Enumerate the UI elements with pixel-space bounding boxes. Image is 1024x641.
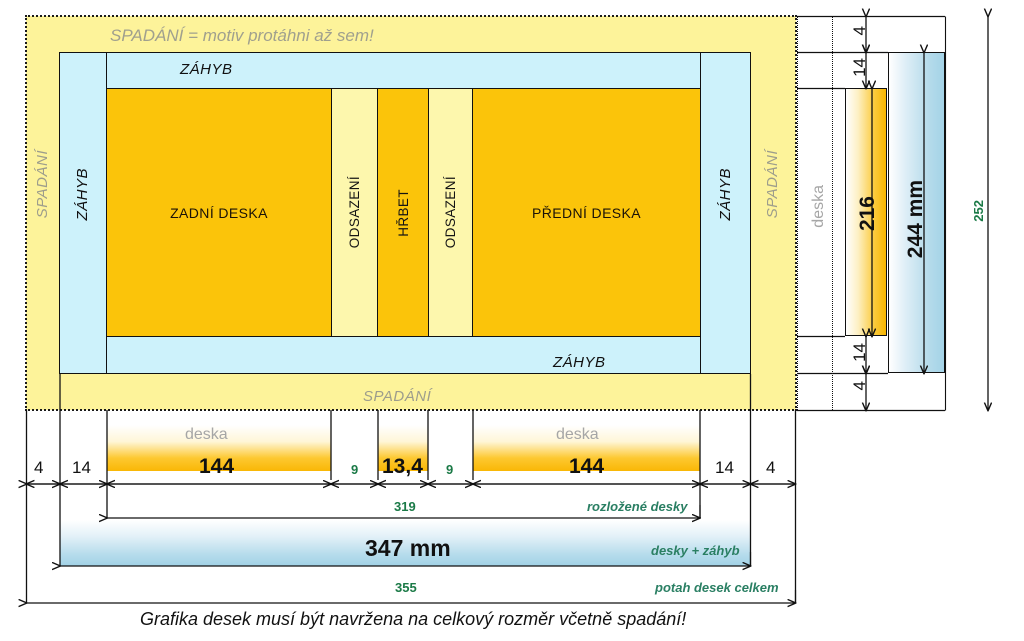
horizontal-dim-inset-left: 9 — [351, 462, 359, 477]
vertical-dim-252: 252 — [971, 200, 986, 222]
horizontal-bar-board-left — [107, 425, 331, 471]
fold-strip-left — [59, 52, 107, 374]
fold-strip-bottom — [59, 336, 751, 374]
fold-strip-top — [59, 52, 751, 89]
horizontal-note-319: rozložené desky — [587, 499, 688, 514]
panel-back-board: ZADNÍ DESKA — [106, 88, 332, 337]
bleed-label-bottom: SPADÁNÍ — [363, 388, 432, 405]
panel-inset-left-label: ODSAZENÍ — [347, 176, 362, 249]
panel-front-board: PŘEDNÍ DESKA — [472, 88, 701, 337]
panel-back-board-label: ZADNÍ DESKA — [170, 204, 268, 221]
horizontal-note-347: desky + záhyb — [651, 543, 740, 558]
horizontal-dim-fold-left: 14 — [72, 458, 91, 477]
fold-label-top: ZÁHYB — [180, 61, 233, 78]
horizontal-bar-spine — [378, 425, 428, 471]
bleed-note: SPADÁNÍ = motiv protáhni až sem! — [110, 26, 374, 45]
right-guide-dotted-inner — [832, 16, 833, 410]
horizontal-board-left-caption: deska — [185, 426, 228, 443]
horizontal-dim-inset-right: 9 — [446, 462, 454, 477]
vertical-dim-bleed-top: 4 — [850, 26, 869, 36]
vertical-dim-fold-bottom: 14 — [850, 343, 869, 362]
horizontal-bar-board-right — [473, 425, 700, 471]
footer-caption: Grafika desek musí být navržena na celko… — [140, 609, 687, 629]
panel-spine: HŘBET — [377, 88, 429, 337]
horizontal-dim-347: 347 mm — [365, 535, 451, 561]
vertical-dim-fold-top: 14 — [850, 58, 869, 77]
vertical-bar-board — [845, 88, 887, 336]
fold-label-bottom: ZÁHYB — [553, 354, 606, 371]
fold-label-right: ZÁHYB — [717, 168, 734, 221]
bleed-label-right: SPADÁNÍ — [764, 150, 781, 219]
horizontal-note-355: potah desek celkem — [655, 580, 779, 595]
horizontal-dim-355: 355 — [395, 580, 417, 595]
panel-front-board-label: PŘEDNÍ DESKA — [531, 204, 642, 221]
horizontal-dim-134-spine: 13,4 — [382, 455, 423, 478]
horizontal-dim-319: 319 — [394, 499, 416, 514]
vertical-board-caption: deska — [810, 185, 827, 228]
panel-inset-right: ODSAZENÍ — [428, 88, 473, 337]
horizontal-dim-bleed-right: 4 — [766, 458, 776, 477]
horizontal-dim-144-right: 144 — [569, 455, 605, 478]
horizontal-dim-fold-right: 14 — [715, 458, 734, 477]
fold-label-left: ZÁHYB — [74, 168, 91, 221]
vertical-dim-bleed-bottom: 4 — [850, 381, 869, 391]
panel-inset-left: ODSAZENÍ — [331, 88, 378, 337]
vertical-dim-244: 244 mm — [904, 180, 927, 259]
vertical-bar-board-plus-fold — [888, 52, 945, 373]
panel-inset-right-label: ODSAZENÍ — [443, 176, 458, 249]
panel-spine-label: HŘBET — [395, 188, 411, 237]
horizontal-dim-144-left: 144 — [199, 455, 235, 478]
right-guide-dotted-outer — [797, 16, 798, 410]
bleed-label-left: SPADÁNÍ — [34, 150, 51, 219]
horizontal-board-right-caption: deska — [556, 426, 599, 443]
horizontal-dim-bleed-left: 4 — [34, 458, 44, 477]
vertical-dim-216: 216 — [856, 196, 879, 232]
horizontal-bar-boards-plus-fold — [60, 520, 750, 566]
